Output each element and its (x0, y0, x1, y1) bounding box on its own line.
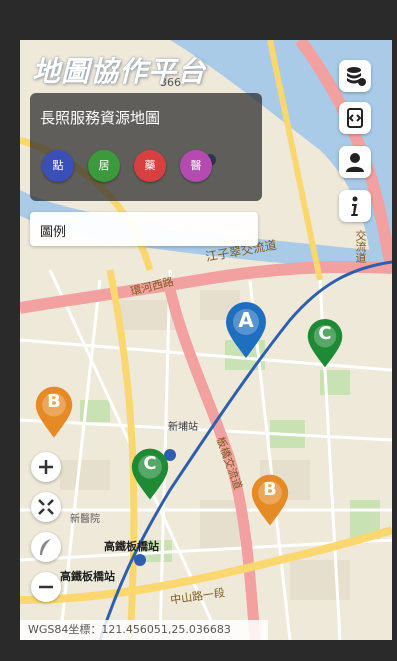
legend-label: 圖例 (40, 225, 67, 240)
place-label: 新醫院 (70, 514, 100, 525)
layers-icon (347, 67, 366, 86)
marker-pin-icon (226, 302, 266, 358)
zoom-in-button[interactable] (31, 452, 61, 482)
map-marker-b[interactable]: B (250, 474, 290, 532)
brand-logo: 地圖協作平台 (32, 55, 207, 88)
coordinate-readout: WGS84坐標：121.456051,25.036683 (20, 620, 268, 640)
map-marker-c[interactable]: C (306, 318, 344, 374)
minus-icon (39, 585, 53, 589)
marker-letter: B (263, 479, 277, 500)
station-label: 高鐵板橋站 (104, 540, 159, 553)
map-marker-c[interactable]: C (130, 448, 170, 506)
panel-title: 長照服務資源地圖 (40, 109, 161, 127)
road-label: 366 (160, 76, 181, 89)
chip-pharmacy[interactable]: 藥 (134, 150, 166, 182)
map-marker-b[interactable]: B (34, 386, 74, 444)
marker-letter: B (47, 391, 61, 412)
marker-pin-icon (35, 386, 73, 438)
legend-box[interactable]: 圖例 (30, 212, 258, 246)
station-label: 新埔站 (168, 422, 198, 433)
info-icon (351, 196, 358, 216)
user-tool[interactable] (339, 146, 371, 178)
code-icon (347, 108, 363, 128)
road-label: 交流道 (354, 230, 367, 263)
map-view[interactable]: 江子翠交流道 交流道 環河西路 板橋交流道 新埔站 高鐵板橋站 高鐵板橋站 中山… (20, 40, 392, 640)
station-label: 高鐵板橋站 (60, 570, 115, 583)
marker-letter: A (238, 308, 254, 332)
plus-icon (39, 460, 53, 474)
locate-button[interactable] (31, 532, 61, 562)
map-marker-a[interactable]: A (224, 302, 268, 364)
fullscreen-button[interactable] (31, 492, 61, 522)
fullscreen-icon (38, 499, 54, 515)
marker-letter: C (318, 323, 332, 344)
user-icon (346, 153, 364, 172)
marker-pin-icon (307, 318, 343, 368)
marker-pin-icon (131, 448, 169, 500)
feather-icon (40, 539, 51, 555)
chip-home[interactable]: 居 (88, 150, 120, 182)
zoom-out-button[interactable] (31, 572, 61, 602)
layers-tool[interactable] (339, 60, 371, 92)
marker-letter: C (143, 453, 157, 474)
chip-medical[interactable]: 醫 (180, 150, 212, 182)
marker-pin-icon (251, 474, 289, 526)
embed-tool[interactable] (339, 102, 371, 134)
chip-point[interactable]: 點 (42, 150, 74, 182)
layer-panel: 長照服務資源地圖 點 居 藥 醫 (30, 93, 262, 201)
info-tool[interactable] (339, 190, 371, 222)
